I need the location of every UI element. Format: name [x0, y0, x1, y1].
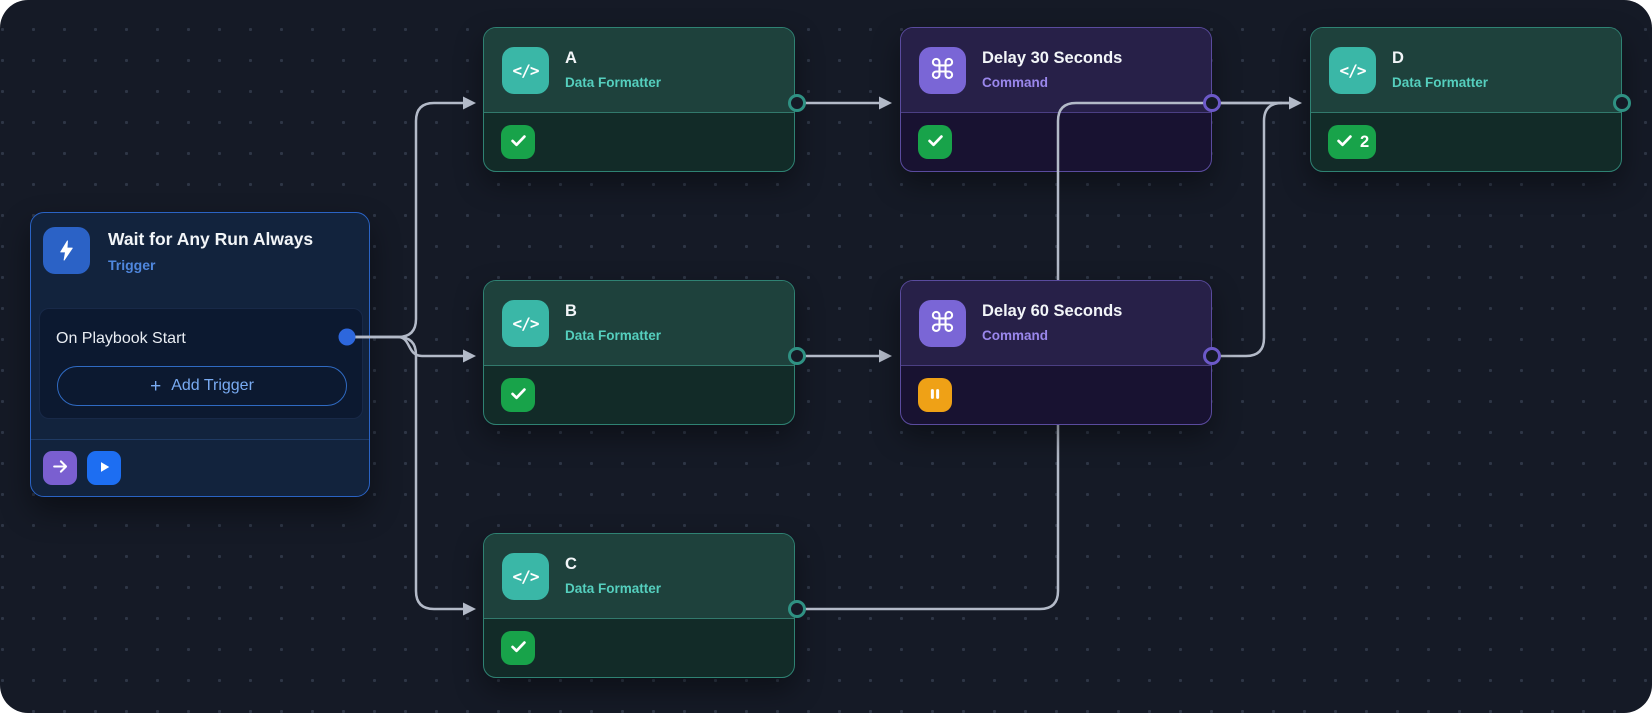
trigger-event-row[interactable]: On Playbook Start [56, 327, 186, 351]
node-type-label: Data Formatter [1392, 75, 1489, 91]
trigger-node[interactable]: Wait for Any Run Always Trigger On Playb… [30, 212, 370, 497]
trigger-actions-bar [31, 439, 369, 496]
node-type-label: Data Formatter [565, 581, 662, 597]
arrowhead-into-b [463, 349, 476, 363]
check-icon [926, 131, 945, 153]
node-c[interactable]: </> C Data Formatter [483, 533, 795, 678]
node-type-label: Data Formatter [565, 328, 662, 344]
arrowhead-into-a [463, 96, 476, 110]
node-title: Delay 30 Seconds [982, 48, 1123, 67]
command-icon: ⌘ [919, 46, 966, 94]
success-count: 2 [1360, 132, 1370, 151]
code-icon: </> [1329, 46, 1376, 94]
jump-action-button[interactable] [43, 451, 77, 485]
arrow-right-icon [51, 457, 70, 479]
play-icon [95, 458, 113, 479]
success-status-badge[interactable] [501, 631, 535, 665]
success-status-badge[interactable] [918, 125, 952, 159]
arrowhead-into-delay30 [879, 96, 892, 110]
success-status-badge[interactable] [501, 125, 535, 159]
success-status-badge[interactable] [501, 378, 535, 412]
arrowhead-into-c [463, 602, 476, 616]
trigger-type-label: Trigger [108, 256, 156, 273]
node-d[interactable]: </> D Data Formatter 2 [1310, 27, 1622, 172]
run-playbook-button[interactable] [87, 451, 121, 485]
success-count-badge[interactable]: 2 [1328, 125, 1377, 159]
node-delay-60-seconds[interactable]: ⌘ Delay 60 Seconds Command [900, 280, 1212, 425]
trigger-event-label: On Playbook Start [56, 330, 186, 347]
check-icon [509, 637, 528, 659]
code-icon: </> [502, 46, 549, 94]
trigger-events-panel: On Playbook Start + Add Trigger [39, 308, 363, 419]
node-type-label: Data Formatter [565, 75, 662, 91]
paused-status-badge[interactable] [918, 378, 952, 412]
check-icon [1335, 131, 1354, 153]
edge-delay60-to-d [1212, 101, 1283, 358]
node-title: A [565, 48, 577, 67]
lightning-bolt-icon [43, 227, 90, 274]
code-icon: </> [502, 552, 549, 600]
plus-icon: + [150, 375, 162, 397]
arrowhead-into-d [1289, 96, 1302, 110]
node-b[interactable]: </> B Data Formatter [483, 280, 795, 425]
check-icon [509, 131, 528, 153]
add-trigger-button[interactable]: + Add Trigger [57, 366, 347, 406]
node-delay-30-seconds[interactable]: ⌘ Delay 30 Seconds Command [900, 27, 1212, 172]
node-type-label: Command [982, 328, 1049, 344]
node-a[interactable]: </> A Data Formatter [483, 27, 795, 172]
node-title: B [565, 301, 577, 320]
node-title: C [565, 554, 577, 573]
command-icon: ⌘ [919, 299, 966, 347]
code-icon: </> [502, 299, 549, 347]
node-title: Delay 60 Seconds [982, 301, 1123, 320]
node-type-label: Command [982, 75, 1049, 91]
arrowhead-into-delay60 [879, 349, 892, 363]
check-icon [509, 384, 528, 406]
trigger-title: Wait for Any Run Always [108, 228, 314, 249]
node-title: D [1392, 48, 1404, 67]
pause-icon [926, 385, 944, 406]
add-trigger-label: Add Trigger [171, 377, 254, 394]
